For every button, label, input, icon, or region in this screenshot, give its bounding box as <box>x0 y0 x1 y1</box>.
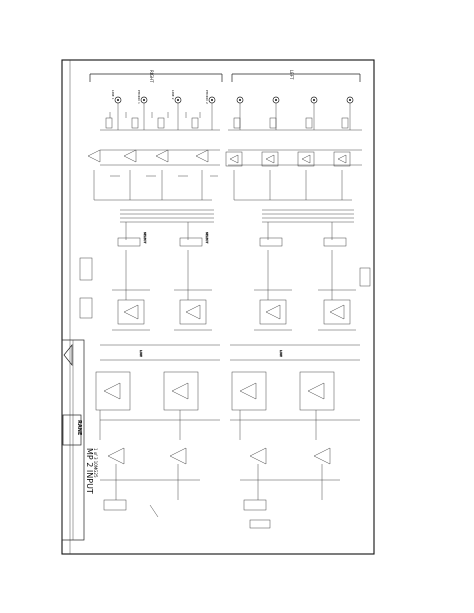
title-block: RANE MP 2 INPUT 1 of 3 10MG25 <box>61 339 98 541</box>
warning-triangle-icon <box>63 344 73 366</box>
side-notes <box>79 257 371 319</box>
input-jacks-left <box>236 96 354 104</box>
right-channel-bracket: RIGHT <box>89 70 223 83</box>
svg-text:PHONO 2: PHONO 2 <box>205 90 209 104</box>
gain-stage-left <box>254 250 356 331</box>
right-channel-label: RIGHT <box>149 70 154 83</box>
left-channel-label: LEFT <box>289 70 294 80</box>
svg-text:SELECT: SELECT <box>205 232 209 243</box>
svg-text:LINE 1: LINE 1 <box>111 90 115 100</box>
selector-bus-right: SELECT SELECT <box>117 209 214 247</box>
svg-text:SELECT: SELECT <box>143 232 147 243</box>
input-stage-network-right <box>87 103 220 201</box>
svg-text:LOW: LOW <box>139 350 143 357</box>
eq-stage-right: LOW <box>95 344 220 440</box>
input-stage-network-left <box>225 103 362 201</box>
brand-logo: RANE <box>76 420 82 436</box>
gain-stage-right <box>112 250 212 331</box>
selector-bus-left <box>259 209 354 247</box>
eq-stage-left: LOW <box>230 344 360 440</box>
output-stage-left <box>240 447 340 529</box>
output-stage-right <box>100 447 200 518</box>
sheet-border <box>61 59 375 555</box>
svg-text:LOW: LOW <box>279 350 283 357</box>
sheet-number: 1 of 3 10MG25 <box>93 448 98 478</box>
svg-text:PHONO 1: PHONO 1 <box>137 90 141 104</box>
sheet-title: MP 2 INPUT <box>85 448 94 494</box>
svg-text:LINE 2: LINE 2 <box>171 90 175 100</box>
left-channel-bracket: LEFT <box>231 70 361 82</box>
input-jacks-right: LINE 1 PHONO 1 LINE 2 PHONO 2 <box>111 90 216 104</box>
